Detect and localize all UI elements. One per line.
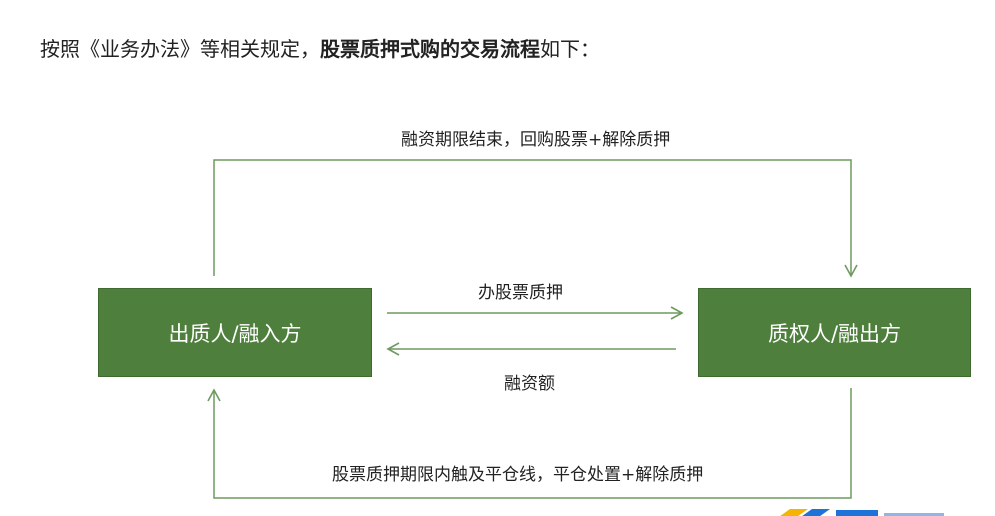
intro-prefix: 按照《业务办法》等相关规定， (40, 37, 320, 61)
pledgor-label: 出质人/融入方 (168, 321, 302, 346)
pledgor-box: 出质人/融入方 (98, 288, 372, 377)
pledge-flow-label: 办股票质押 (478, 283, 563, 303)
logo-icon (772, 504, 952, 516)
financing-flow-label: 融资额 (504, 374, 555, 394)
bottom-flow-label: 股票质押期限内触及平仓线，平仓处置+解除质押 (332, 465, 704, 485)
intro-bold: 股票质押式购的交易流程 (320, 37, 540, 61)
intro-suffix: 如下： (540, 37, 600, 61)
pledgee-label: 质权人/融出方 (767, 321, 902, 346)
top-flow-label: 融资期限结束，回购股票+解除质押 (401, 130, 671, 150)
intro-text: 按照《业务办法》等相关规定，股票质押式购的交易流程如下： (40, 34, 600, 64)
pledgee-box: 质权人/融出方 (698, 288, 971, 377)
top-loop-line (213, 159, 858, 278)
bottom-loop-line (207, 388, 852, 499)
